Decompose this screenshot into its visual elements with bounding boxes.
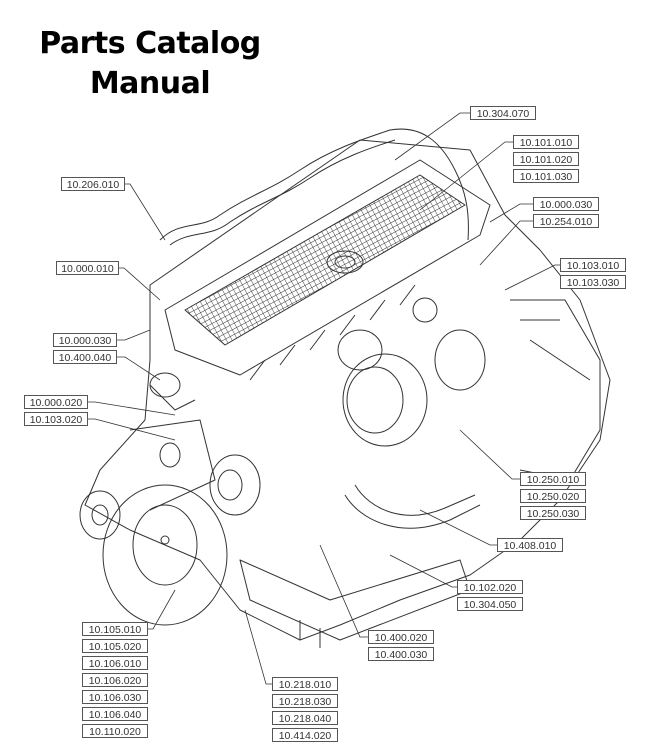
leader-line: [459, 429, 520, 480]
part-number-label: 10.000.030: [53, 333, 117, 347]
part-number-label: 10.105.010: [82, 622, 148, 636]
leader-line: [389, 554, 457, 588]
crankshaft-damper: [102, 484, 228, 626]
part-number-label: 10.254.010: [533, 214, 599, 228]
part-number-label: 10.400.030: [368, 647, 434, 661]
part-number-label: 10.250.020: [520, 489, 586, 503]
leader-line: [117, 356, 161, 381]
part-number-label: 10.110.020: [82, 724, 148, 738]
oil-pan: [239, 559, 471, 641]
part-number-label: 10.218.010: [272, 677, 338, 691]
leader-line: [88, 418, 176, 441]
part-number-label: 10.400.040: [53, 350, 117, 364]
fan-hub: [209, 454, 261, 516]
part-number-label: 10.101.030: [513, 169, 579, 183]
part-number-label: 10.101.010: [513, 135, 579, 149]
part-number-label: 10.106.030: [82, 690, 148, 704]
intake-pipe: [344, 494, 481, 529]
part-number-label: 10.105.020: [82, 639, 148, 653]
engine-block-outline: [84, 139, 611, 641]
part-number-label: 10.218.030: [272, 694, 338, 708]
leader-line: [419, 141, 513, 211]
title-line-1: Parts Catalog: [39, 26, 261, 61]
part-number-label: 10.102.020: [457, 580, 523, 594]
part-number-label: 10.103.030: [560, 275, 626, 289]
part-number-label: 10.106.040: [82, 707, 148, 721]
part-number-label: 10.000.010: [56, 261, 119, 275]
leader-line: [394, 112, 470, 161]
leader-line: [244, 609, 272, 685]
part-number-label: 10.206.010: [61, 177, 125, 191]
leader-line: [419, 509, 497, 546]
part-number-label: 10.250.030: [520, 506, 586, 520]
leader-line: [148, 589, 176, 630]
leader-line: [124, 183, 166, 241]
title-line-2: Manual: [89, 66, 211, 101]
part-number-label: 10.304.050: [457, 597, 523, 611]
part-number-label: 10.103.020: [24, 412, 88, 426]
part-number-label: 10.408.010: [497, 538, 563, 552]
part-number-label: 10.101.020: [513, 152, 579, 166]
leader-line: [479, 220, 533, 266]
part-number-label: 10.400.020: [368, 630, 434, 644]
part-number-label: 10.250.010: [520, 472, 586, 486]
part-number-label: 10.414.020: [272, 728, 338, 742]
part-number-label: 10.103.010: [560, 258, 626, 272]
valve-cover: [164, 159, 491, 376]
leader-line: [88, 401, 176, 416]
part-number-label: 10.218.040: [272, 711, 338, 725]
leader-line: [504, 264, 560, 291]
part-number-label: 10.000.020: [24, 395, 88, 409]
leader-line: [319, 544, 368, 638]
leader-line: [489, 203, 533, 223]
leader-line: [118, 267, 161, 301]
flywheel-housing: [510, 299, 601, 481]
wiring-harness: [159, 128, 469, 241]
part-number-label: 10.106.020: [82, 673, 148, 687]
oil-cap: [326, 250, 364, 274]
part-number-label: 10.304.070: [470, 106, 536, 120]
intake-grille: [184, 174, 466, 346]
leader-line: [117, 329, 151, 341]
part-number-label: 10.106.010: [82, 656, 148, 670]
page-title: Parts Catalog Manual: [0, 24, 300, 104]
turbocharger: [342, 353, 428, 447]
part-number-label: 10.000.030: [533, 197, 599, 211]
